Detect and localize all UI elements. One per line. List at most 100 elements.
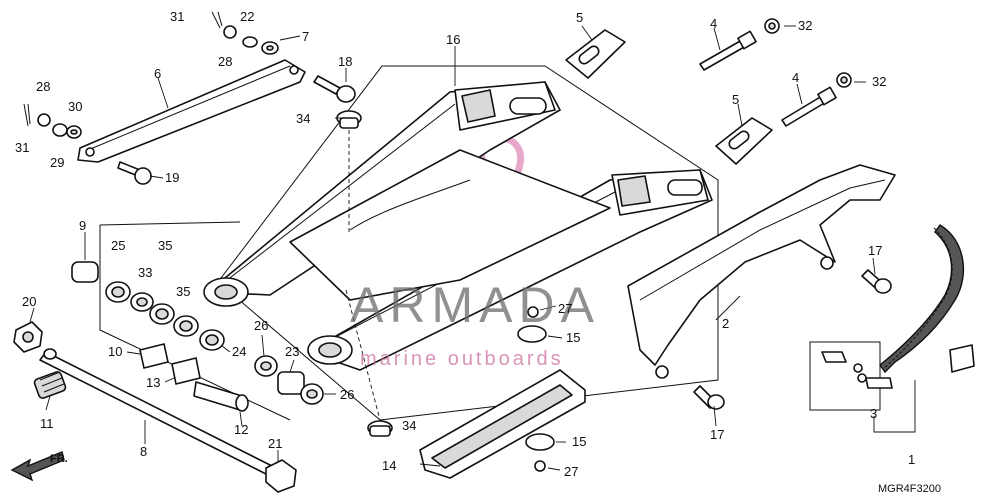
watermark-title: ARMADA [350, 277, 600, 333]
chain-adjuster-5-lower [715, 117, 773, 165]
callout-15-upper: 15 [566, 330, 580, 345]
callout-17-right: 17 [868, 243, 882, 258]
collar-15-upper [517, 325, 547, 343]
washer-7 [261, 41, 279, 55]
cap-34-top [336, 110, 362, 129]
bearing-24 [199, 329, 225, 351]
callout-27-lower: 27 [564, 464, 578, 479]
callout-2: 2 [722, 316, 729, 331]
seal-33 [130, 292, 154, 312]
callout-7: 7 [302, 29, 309, 44]
callout-29: 29 [50, 155, 64, 170]
callout-18: 18 [338, 54, 352, 69]
callout-32-lower: 32 [872, 74, 886, 89]
callout-27-upper: 27 [558, 301, 572, 316]
leader-lines [29, 25, 916, 471]
callout-23: 23 [285, 344, 299, 359]
cotter-pin-31-top [211, 11, 223, 29]
callout-9: 9 [79, 218, 86, 233]
callout-13: 13 [146, 375, 160, 390]
washer-29 [52, 123, 68, 137]
collar-10 [139, 343, 169, 369]
callout-28-left: 28 [36, 79, 50, 94]
nut-28-top [223, 25, 237, 39]
chain-slider-14 [419, 369, 586, 479]
callout-16: 16 [446, 32, 460, 47]
watermark-subtitle: marine outboards [360, 348, 564, 370]
bearing-25 [105, 281, 131, 303]
callout-25: 25 [111, 238, 125, 253]
adjuster-bolt-4-upper [699, 30, 757, 71]
washer-30 [66, 125, 82, 139]
callout-24: 24 [232, 344, 246, 359]
nut-21 [265, 459, 297, 493]
callout-26-a: 26 [254, 318, 268, 333]
screw-27-upper [527, 306, 539, 318]
callout-3: 3 [870, 406, 877, 421]
callout-20: 20 [22, 294, 36, 309]
drive-chain-1 [879, 224, 965, 374]
callout-26-b: 26 [340, 387, 354, 402]
bushing-9 [71, 261, 99, 283]
callout-10: 10 [108, 344, 122, 359]
callout-32-upper: 32 [798, 18, 812, 33]
nut-32-upper [764, 18, 780, 34]
callout-11: 11 [40, 416, 54, 431]
front-direction-arrow: FR. [10, 451, 68, 482]
cap-34-bottom [367, 420, 393, 437]
callout-15-lower: 15 [572, 434, 586, 449]
callout-33: 33 [138, 265, 152, 280]
screw-27-lower [534, 460, 546, 472]
chain-case-2 [627, 164, 896, 379]
cotter-pin-31-left [23, 103, 31, 127]
chain-label-tag [949, 344, 975, 373]
bolt-17-lower [693, 385, 725, 410]
callout-22: 22 [240, 9, 254, 24]
bolt-19 [117, 161, 152, 185]
callout-30: 30 [68, 99, 82, 114]
collar-13 [171, 357, 201, 385]
nut-20 [13, 321, 43, 353]
bearing-35-b [173, 315, 199, 337]
callout-31-left: 31 [15, 140, 29, 155]
nut-32-lower [836, 72, 852, 88]
callout-4-upper: 4 [710, 16, 717, 31]
callout-8: 8 [140, 444, 147, 459]
bearing-26-b [300, 383, 324, 405]
torque-link-6 [77, 59, 306, 163]
chain-joint-3 [809, 341, 893, 411]
collar-15-lower [525, 433, 555, 451]
callout-6: 6 [154, 66, 161, 81]
callout-31-top: 31 [170, 9, 184, 24]
callout-28-top: 28 [218, 54, 232, 69]
callout-19: 19 [165, 170, 179, 185]
collar-23 [277, 371, 305, 395]
callout-17-lower: 17 [710, 427, 724, 442]
callout-21: 21 [268, 436, 282, 451]
callout-labels: 1 2 3 4 4 5 5 6 7 8 9 10 11 12 13 14 15 … [15, 9, 915, 479]
callout-35-b: 35 [176, 284, 190, 299]
bearing-26-a [254, 355, 278, 377]
front-direction-label: FR. [50, 453, 68, 465]
callout-34-top: 34 [296, 111, 310, 126]
chain-adjuster-5-upper [565, 29, 626, 79]
swingarm-16 [203, 81, 713, 371]
callout-5-upper: 5 [576, 10, 583, 25]
bearing-35-a [149, 303, 175, 325]
adjuster-bolt-4-lower [781, 86, 837, 127]
pivot-shaft-8 [39, 348, 273, 475]
bolt-17-right [861, 269, 892, 294]
callout-34-bottom: 34 [402, 418, 416, 433]
nut-28-left [37, 113, 51, 127]
washer-22 [242, 36, 258, 48]
callout-4-lower: 4 [792, 70, 799, 85]
callout-1: 1 [908, 452, 915, 467]
callout-14: 14 [382, 458, 396, 473]
callout-35-a: 35 [158, 238, 172, 253]
callout-12: 12 [234, 422, 248, 437]
spacer-11 [33, 371, 67, 399]
collar-12 [193, 381, 249, 412]
bolt-18 [313, 75, 356, 103]
